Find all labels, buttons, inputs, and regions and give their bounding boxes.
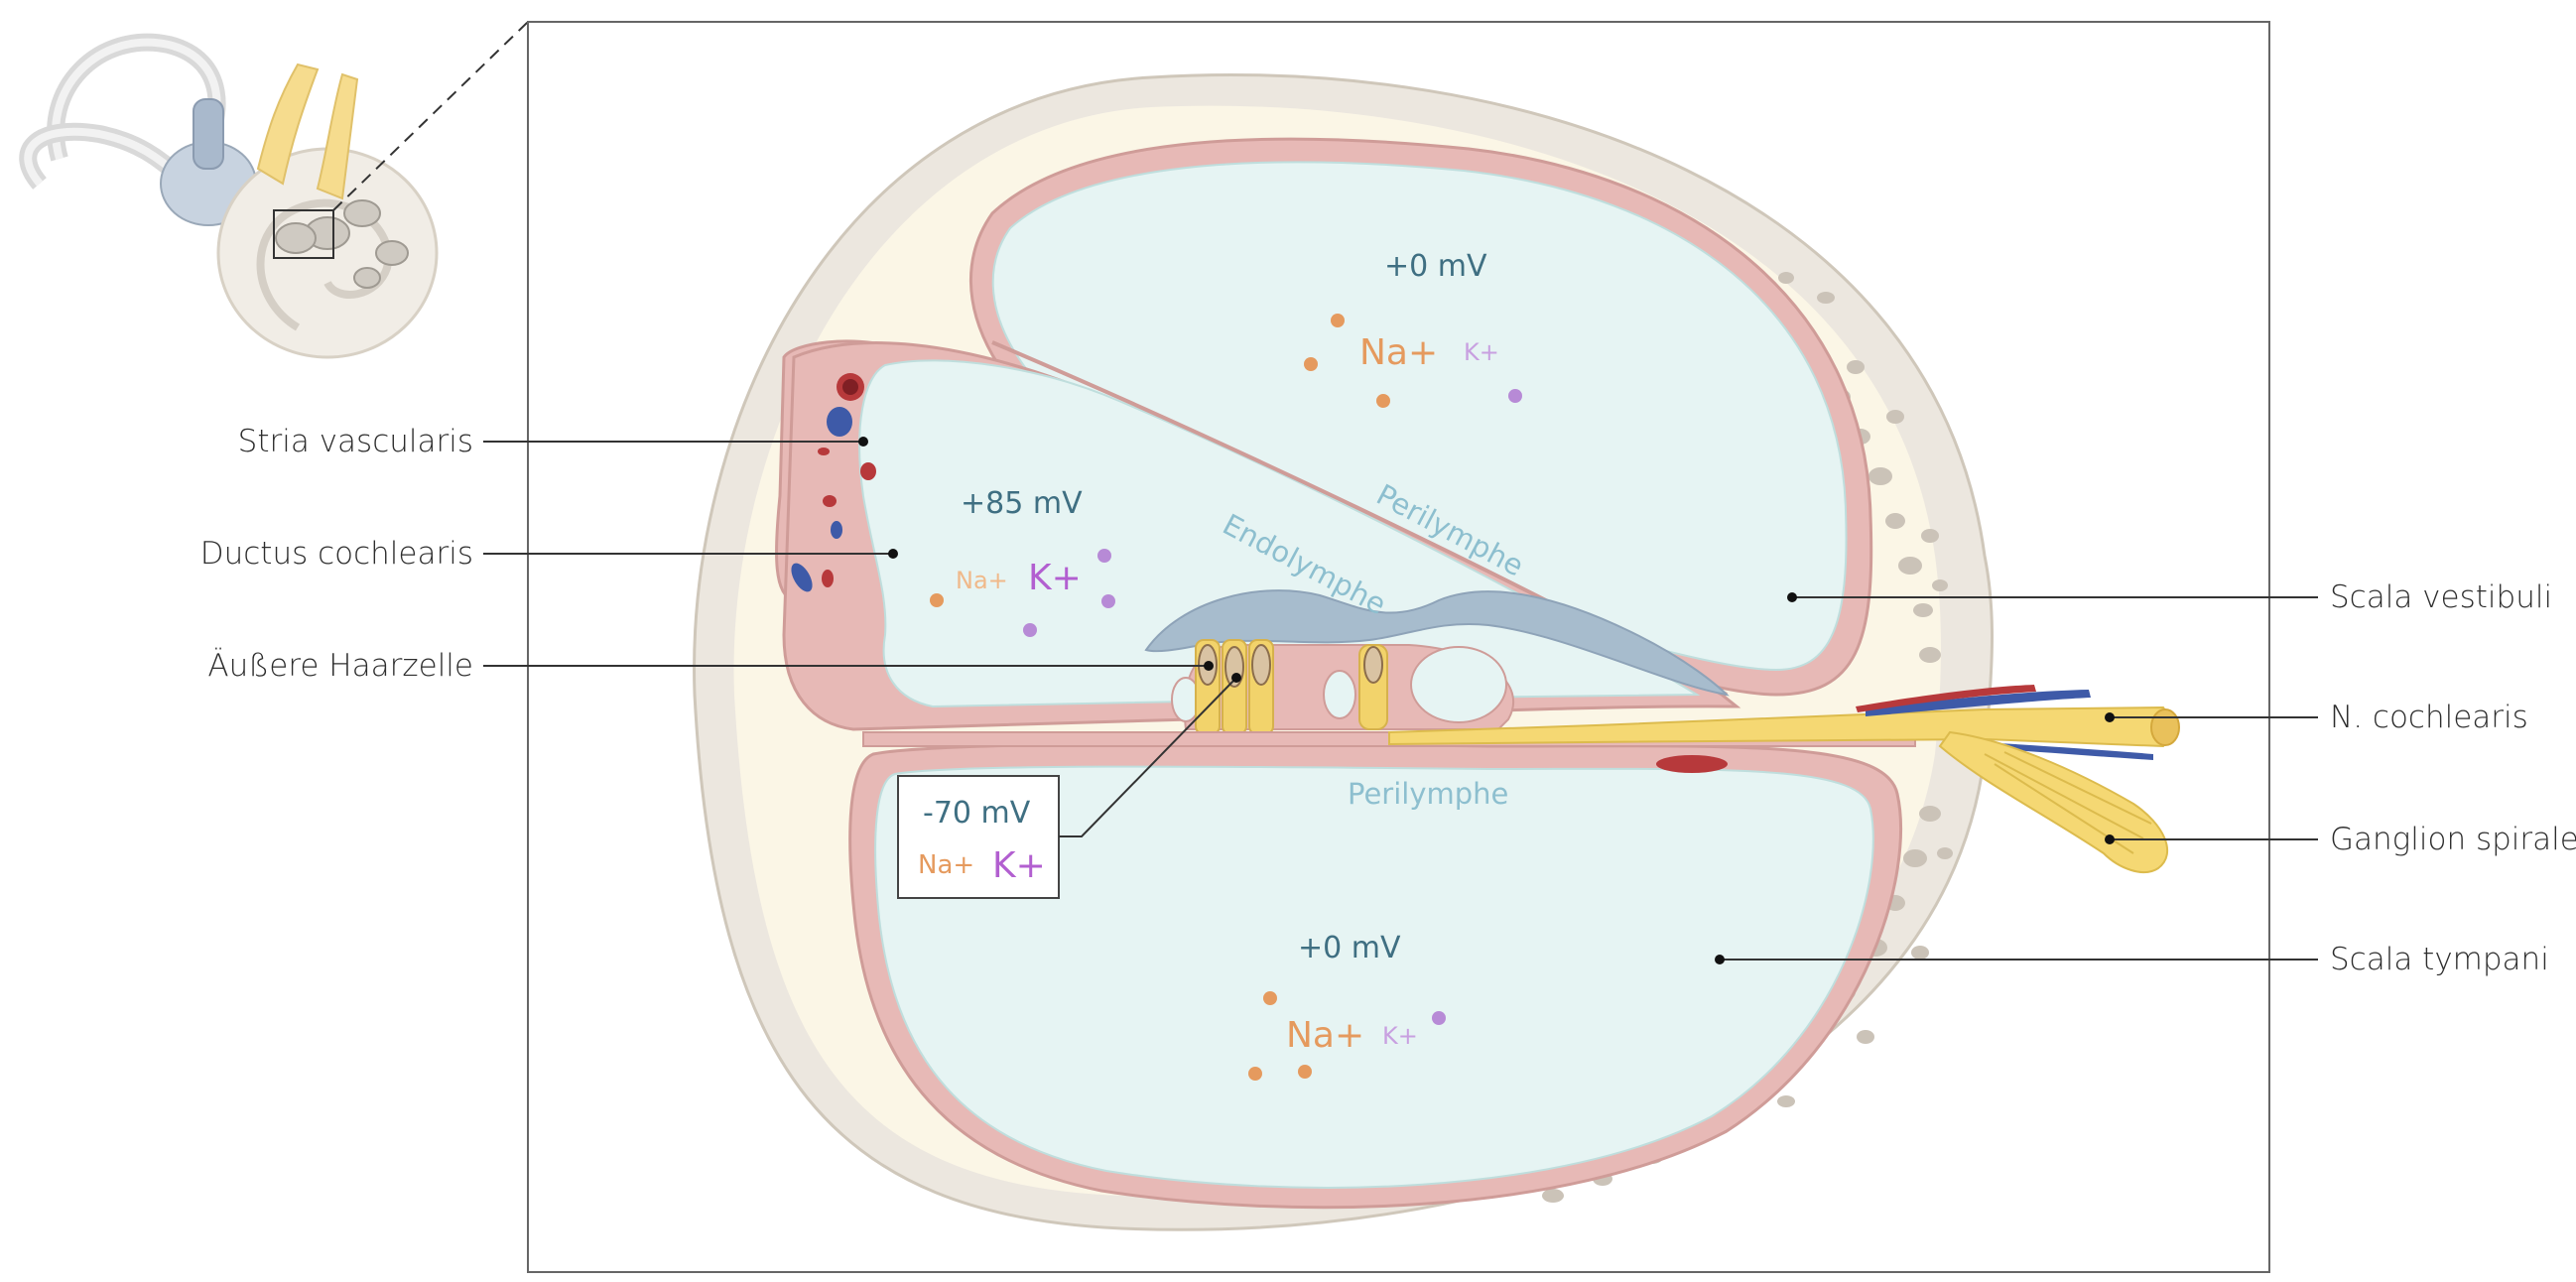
na-ion	[1263, 991, 1277, 1005]
label-scala-vestibuli: Scala vestibuli	[2330, 579, 2552, 615]
nerve-vein-lower	[1985, 742, 2153, 760]
label-ganglion-spirale: Ganglion spirale	[2330, 822, 2576, 857]
na-ion	[1304, 357, 1318, 371]
scala-tympani-fluid	[874, 765, 1874, 1189]
label-stria-vascularis: Stria vascularis	[238, 424, 473, 459]
inner-hair-cell	[1358, 644, 1388, 730]
ions-scala-vestibuli: Na+ K+	[1304, 314, 1522, 408]
label-ductus-cochlearis: Ductus cochlearis	[200, 536, 473, 572]
leader-lines-left	[483, 441, 1209, 667]
stria-vessels	[791, 373, 876, 592]
leader-lines-right	[1720, 596, 2318, 961]
vestibulocochlear-nerve	[256, 63, 320, 186]
tectorial-membrane	[1144, 589, 1730, 697]
label-n-cochlearis: N. cochlearis	[2330, 700, 2528, 735]
artery-vessel	[1856, 685, 2036, 712]
label-aeussere-haarzelle: Äußere Haarzelle	[207, 648, 473, 684]
na-label-ductus: Na+	[956, 567, 1008, 594]
cochlea-cross-section	[693, 73, 2180, 1231]
k-ion	[1097, 549, 1111, 563]
fluid-label-perilymphe-bottom: Perilymphe	[1348, 777, 1508, 811]
k-label-box: K+	[992, 845, 1046, 886]
k-ion	[1432, 1011, 1446, 1025]
na-ion	[1298, 1065, 1312, 1079]
potential-scala-vestibuli: +0 mV	[1384, 249, 1487, 284]
inner-ear-inset	[19, 21, 529, 359]
vein-vessel	[1866, 690, 2091, 716]
na-ion	[1331, 314, 1345, 327]
na-ion	[930, 593, 944, 607]
k-label-vestibuli: K+	[1464, 338, 1499, 366]
na-label-vestibuli: Na+	[1359, 332, 1438, 373]
k-label-ductus: K+	[1028, 558, 1082, 598]
k-ion	[1101, 594, 1115, 608]
na-label-box: Na+	[918, 850, 974, 880]
k-ion	[1508, 389, 1522, 403]
potential-ductus-cochlearis: +85 mV	[961, 486, 1083, 521]
na-label-tympani: Na+	[1286, 1015, 1364, 1056]
potential-scala-tympani: +0 mV	[1298, 931, 1401, 965]
k-label-tympani: K+	[1382, 1022, 1418, 1050]
outer-hair-cells	[1195, 639, 1274, 735]
haarzelle-potential-box: -70 mV Na+ K+	[897, 673, 1241, 899]
na-ion	[1248, 1067, 1262, 1081]
organ-of-corti	[1144, 589, 1730, 735]
label-scala-tympani: Scala tympani	[2330, 942, 2549, 977]
inset-highlight-box	[273, 209, 334, 259]
potential-haarzelle: -70 mV	[923, 796, 1031, 831]
na-ion	[1376, 394, 1390, 408]
ions-scala-tympani: Na+ K+	[1248, 991, 1446, 1081]
spiral-artery	[1656, 755, 1728, 773]
ions-ductus-cochlearis: Na+ K+	[930, 549, 1115, 637]
k-ion	[1023, 623, 1037, 637]
